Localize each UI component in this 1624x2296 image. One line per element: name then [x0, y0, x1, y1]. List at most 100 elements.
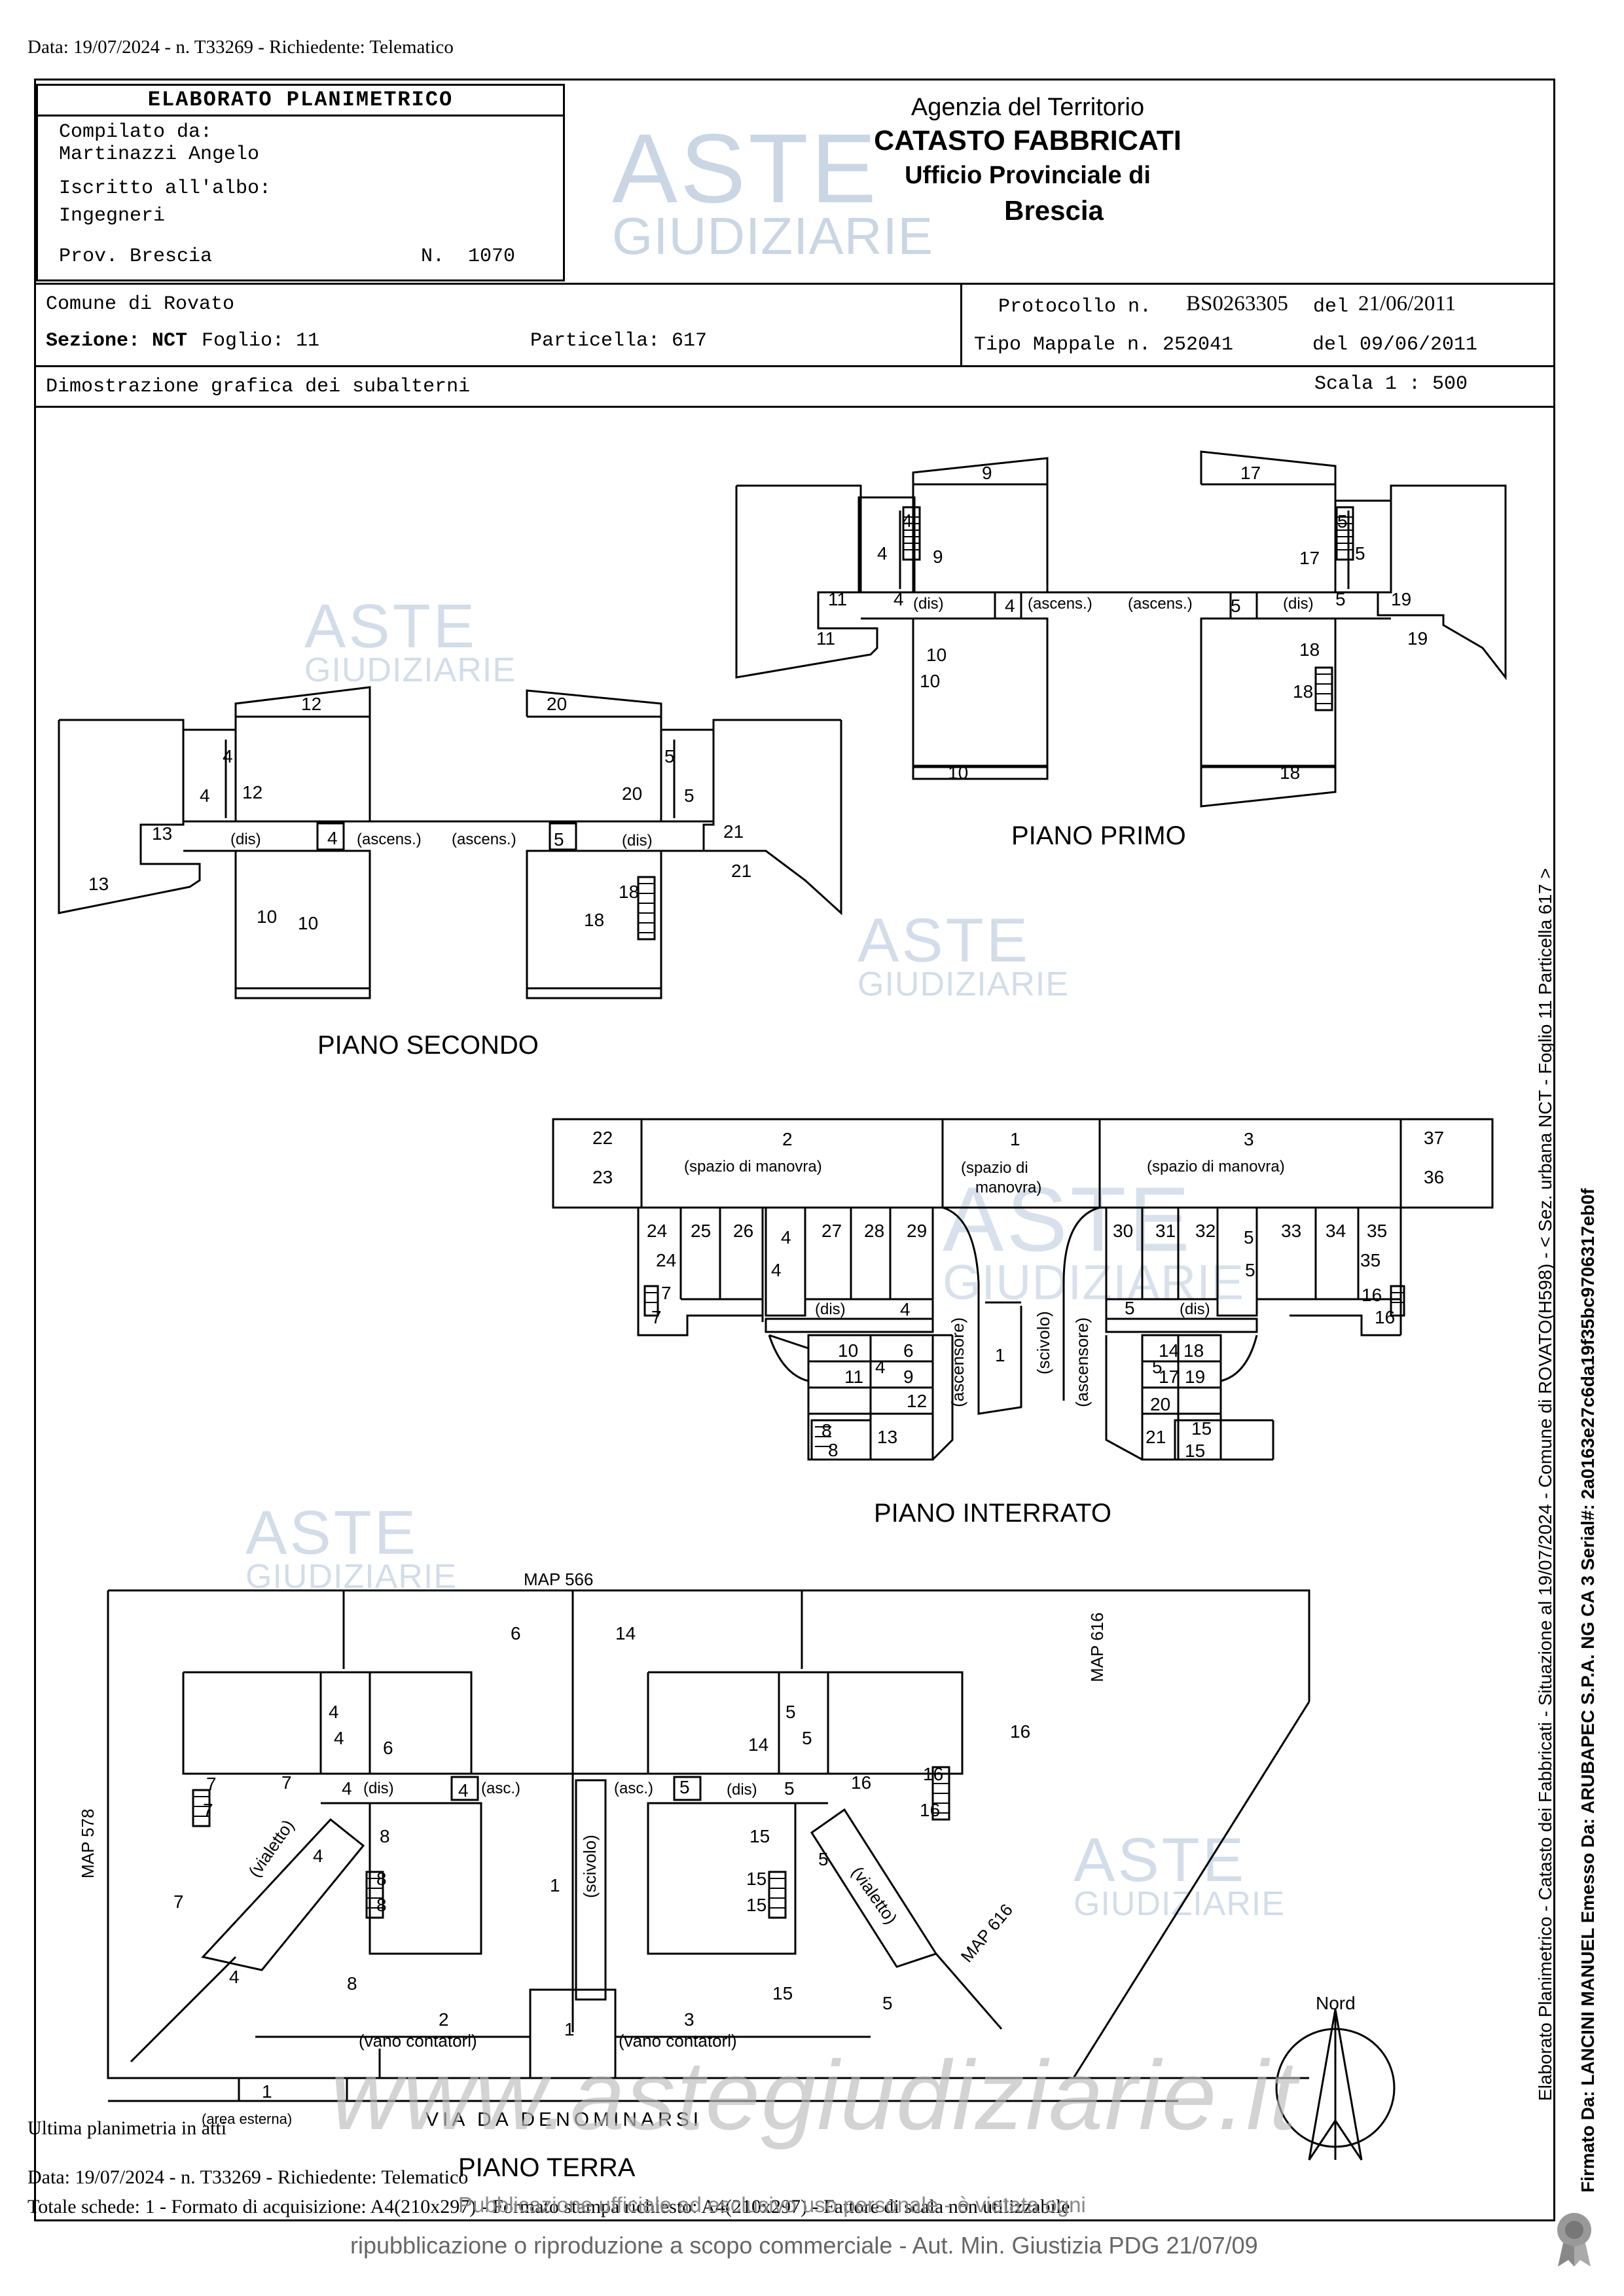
publication-notice-1: Pubblicazione ufficiale ad esclusivo uso… — [458, 2193, 1086, 2217]
svg-text:16: 16 — [920, 1800, 940, 1820]
svg-text:16: 16 — [851, 1772, 871, 1793]
svg-text:(dis): (dis) — [622, 832, 653, 850]
svg-text:7: 7 — [661, 1283, 672, 1303]
svg-text:28: 28 — [864, 1221, 884, 1241]
svg-text:5: 5 — [1125, 1298, 1135, 1318]
tipo-mappale-date: del 09/06/2011 — [1312, 334, 1478, 356]
svg-text:16: 16 — [1362, 1285, 1382, 1305]
svg-text:(scivolo): (scivolo) — [1034, 1311, 1053, 1374]
svg-text:(spazio di manovra): (spazio di manovra) — [684, 1158, 822, 1175]
svg-text:4: 4 — [875, 1357, 886, 1377]
svg-text:3: 3 — [1244, 1129, 1254, 1149]
svg-text:18: 18 — [619, 882, 639, 902]
seal-icon — [1551, 2209, 1597, 2268]
protocollo-date: 21/06/2011 — [1358, 292, 1456, 315]
plan-piano-primo — [735, 450, 1507, 808]
svg-text:5: 5 — [1337, 511, 1348, 531]
svg-text:27: 27 — [821, 1221, 842, 1241]
svg-text:14: 14 — [615, 1623, 636, 1643]
svg-text:15: 15 — [746, 1869, 767, 1889]
agency-header: Agenzia del Territorio CATASTO FABBRICAT… — [799, 92, 1257, 229]
svg-text:32: 32 — [1195, 1221, 1216, 1241]
svg-text:8: 8 — [828, 1440, 839, 1460]
svg-text:4: 4 — [781, 1227, 791, 1247]
svg-text:11: 11 — [844, 1367, 863, 1387]
dimostrazione: Dimostrazione grafica dei subalterni — [46, 376, 471, 398]
compilato-label: Compilato da: — [59, 121, 213, 143]
svg-text:6: 6 — [511, 1623, 521, 1643]
side-text-1: Elaborato Planimetrico - Catasto dei Fab… — [1535, 868, 1555, 2101]
svg-text:MAP 566: MAP 566 — [524, 1570, 593, 1589]
prov: Prov. Brescia — [59, 245, 213, 268]
svg-text:13: 13 — [88, 874, 109, 894]
albo-number: N. 1070 — [421, 245, 516, 268]
svg-text:12: 12 — [301, 694, 321, 714]
svg-text:Nord: Nord — [1316, 1993, 1356, 2013]
svg-text:2: 2 — [782, 1129, 793, 1149]
svg-text:11: 11 — [828, 589, 847, 609]
svg-text:5: 5 — [818, 1849, 829, 1869]
svg-text:8: 8 — [376, 1895, 387, 1915]
publication-notice-2: ripubblicazione o riproduzione a scopo c… — [350, 2232, 1258, 2259]
svg-text:9: 9 — [982, 463, 992, 483]
svg-text:16: 16 — [923, 1764, 943, 1784]
svg-text:(ascensore): (ascensore) — [1072, 1318, 1092, 1407]
svg-text:11: 11 — [816, 628, 835, 649]
svg-text:4: 4 — [223, 746, 233, 766]
agency-line3: Ufficio Provinciale di — [905, 162, 1151, 189]
svg-text:5: 5 — [882, 1993, 893, 2013]
svg-text:30: 30 — [1113, 1221, 1133, 1241]
svg-text:1: 1 — [262, 2081, 272, 2102]
svg-text:15: 15 — [772, 1983, 793, 2003]
divider — [36, 283, 1553, 285]
svg-text:10: 10 — [920, 671, 940, 691]
svg-text:MAP 616: MAP 616 — [957, 1900, 1017, 1966]
north-arrow — [1275, 2009, 1396, 2161]
svg-text:(vano contatori): (vano contatori) — [619, 2031, 737, 2051]
floor-title-interrato: PIANO INTERRATO — [874, 1499, 1112, 1528]
svg-text:5: 5 — [664, 746, 675, 766]
svg-text:22: 22 — [592, 1128, 613, 1148]
footer-totale: Totale schede: 1 - Formato di acquisizio… — [27, 2196, 1070, 2217]
svg-text:25: 25 — [691, 1221, 711, 1241]
svg-text:6: 6 — [903, 1340, 914, 1361]
svg-text:(dis): (dis) — [913, 595, 944, 613]
svg-text:8: 8 — [376, 1869, 387, 1889]
svg-text:34: 34 — [1326, 1221, 1346, 1241]
svg-text:19: 19 — [1391, 589, 1411, 609]
svg-text:13: 13 — [877, 1427, 897, 1447]
svg-text:(dis): (dis) — [230, 831, 261, 848]
iscritto-value: Ingegneri — [59, 205, 166, 227]
svg-text:(asc.): (asc.) — [481, 1780, 520, 1797]
svg-text:4: 4 — [458, 1780, 469, 1801]
svg-text:(dis): (dis) — [1283, 595, 1314, 613]
svg-text:16: 16 — [1010, 1721, 1030, 1742]
svg-text:17: 17 — [1240, 463, 1261, 483]
svg-text:18: 18 — [584, 910, 604, 930]
svg-text:(ascens.): (ascens.) — [1028, 595, 1092, 613]
svg-text:4: 4 — [334, 1728, 344, 1748]
svg-text:VIA DA DENOMINARSI: VIA DA DENOMINARSI — [425, 2109, 702, 2130]
svg-text:4: 4 — [893, 589, 904, 609]
svg-text:15: 15 — [1191, 1418, 1212, 1439]
svg-text:19: 19 — [1185, 1367, 1205, 1387]
svg-text:37: 37 — [1424, 1128, 1444, 1148]
svg-text:35: 35 — [1367, 1221, 1387, 1241]
svg-text:5: 5 — [1244, 1227, 1254, 1247]
svg-text:15: 15 — [746, 1895, 767, 1915]
floor-title-primo: PIANO PRIMO — [1011, 821, 1186, 850]
svg-text:9: 9 — [933, 547, 943, 567]
protocollo-value: BS0263305 — [1186, 292, 1288, 315]
svg-text:6: 6 — [383, 1738, 393, 1758]
svg-text:8: 8 — [380, 1826, 390, 1846]
svg-text:4: 4 — [902, 511, 912, 531]
svg-text:(dis): (dis) — [815, 1300, 846, 1318]
svg-text:(vialetto): (vialetto) — [244, 1816, 298, 1881]
svg-text:15: 15 — [1185, 1441, 1205, 1461]
svg-text:18: 18 — [1293, 681, 1313, 702]
svg-text:(ascens.): (ascens.) — [357, 831, 422, 848]
svg-text:5: 5 — [684, 785, 695, 806]
svg-text:29: 29 — [907, 1221, 927, 1241]
